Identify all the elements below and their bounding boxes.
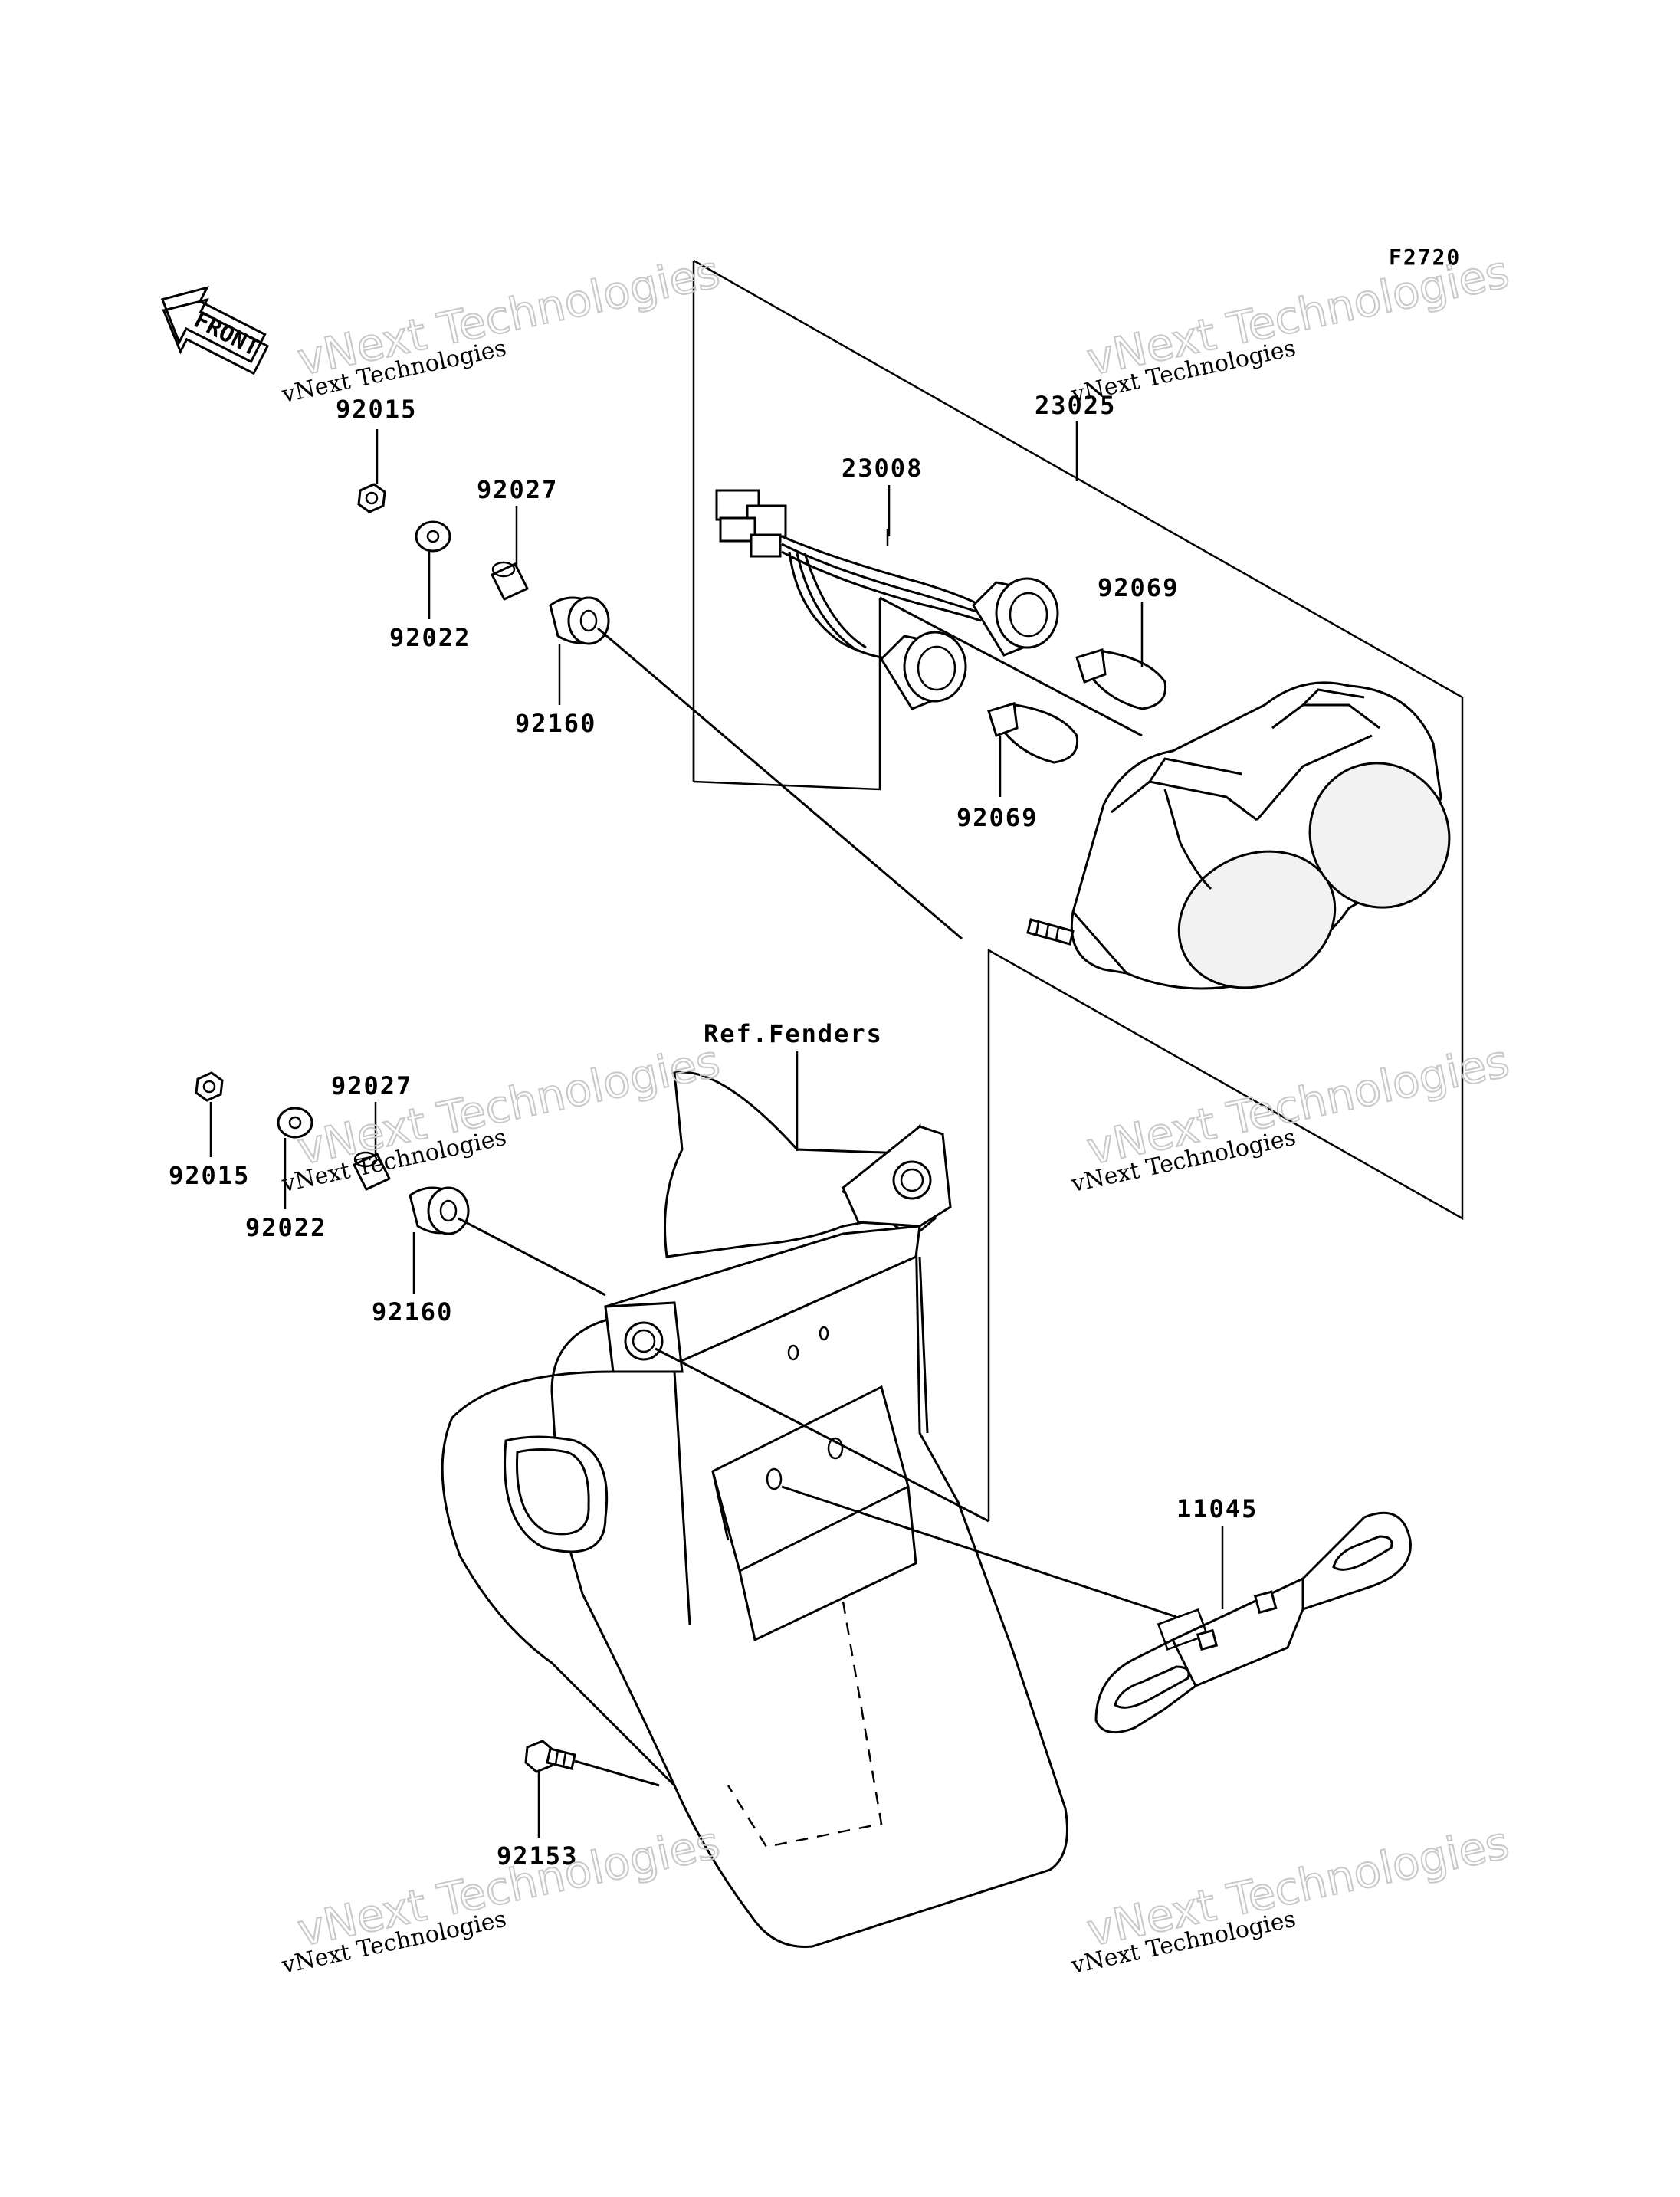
wiring-harness-23008 — [715, 489, 1059, 710]
part-label-92153: 92153 — [497, 1841, 578, 1871]
watermark-mid-left: vNext Technologies vNext Technologies — [279, 1034, 725, 1198]
taillight-assembly-frame — [692, 259, 1464, 1521]
collar-92027-mid — [352, 1102, 392, 1191]
rear-fender — [441, 1071, 1068, 1948]
part-label-92022-mid: 92022 — [245, 1213, 326, 1242]
nut-92015-top — [357, 429, 386, 513]
part-label-92022-top: 92022 — [389, 623, 471, 652]
part-label-92160-top: 92160 — [515, 709, 596, 738]
part-label-23008: 23008 — [842, 454, 923, 483]
part-label-92160-mid: 92160 — [372, 1297, 453, 1326]
part-label-23025: 23025 — [1035, 391, 1116, 420]
svg-text:vNext Technologies: vNext Technologies — [1082, 1035, 1513, 1175]
taillamp-23025 — [1026, 681, 1451, 990]
bulb-92069-upper — [1075, 602, 1167, 710]
part-label-92069-lower: 92069 — [956, 803, 1038, 832]
part-label-92015-top: 92015 — [336, 395, 417, 424]
part-label-92027-mid: 92027 — [331, 1071, 412, 1100]
part-label-92015-mid: 92015 — [169, 1161, 250, 1190]
grommet-92160-top — [549, 596, 963, 940]
part-label-11045: 11045 — [1176, 1494, 1258, 1523]
washer-92022-mid — [277, 1107, 313, 1209]
svg-text:vNext Technologies: vNext Technologies — [1082, 245, 1513, 385]
watermark-mid-right: vNext Technologies vNext Technologies — [1068, 1034, 1514, 1198]
part-label-92069-upper: 92069 — [1098, 573, 1179, 602]
bolt-92153 — [524, 1740, 660, 1838]
svg-text:vNext Technologies: vNext Technologies — [1082, 1816, 1513, 1956]
leader-harness-lamp — [879, 596, 1143, 737]
leader-fender-bracket — [781, 1485, 1177, 1618]
collar-92027-top — [490, 506, 530, 601]
bulb-92069-lower — [987, 702, 1079, 797]
watermark-bottom-right: vNext Technologies vNext Technologies — [1068, 1815, 1514, 1979]
washer-92022-top — [415, 520, 451, 619]
bracket-11045 — [1094, 1511, 1412, 1734]
svg-text:vNext Technologies: vNext Technologies — [293, 245, 724, 385]
watermark-top-left: vNext Technologies vNext Technologies — [279, 244, 725, 408]
leader-fender-lamp — [655, 1347, 989, 1523]
figure-code: F2720 — [1389, 244, 1461, 270]
svg-text:vNext Technologies: vNext Technologies — [293, 1816, 724, 1956]
svg-text:vNext Technologies: vNext Technologies — [293, 1035, 724, 1175]
part-label-92027-top: 92027 — [477, 475, 558, 504]
nut-92015-mid — [195, 1071, 224, 1157]
front-arrow-icon: FRONT — [160, 286, 270, 375]
reference-label: Ref.Fenders — [704, 1019, 883, 1048]
watermark-top-right: vNext Technologies vNext Technologies — [1068, 244, 1514, 408]
grommet-92160-mid — [409, 1186, 606, 1297]
